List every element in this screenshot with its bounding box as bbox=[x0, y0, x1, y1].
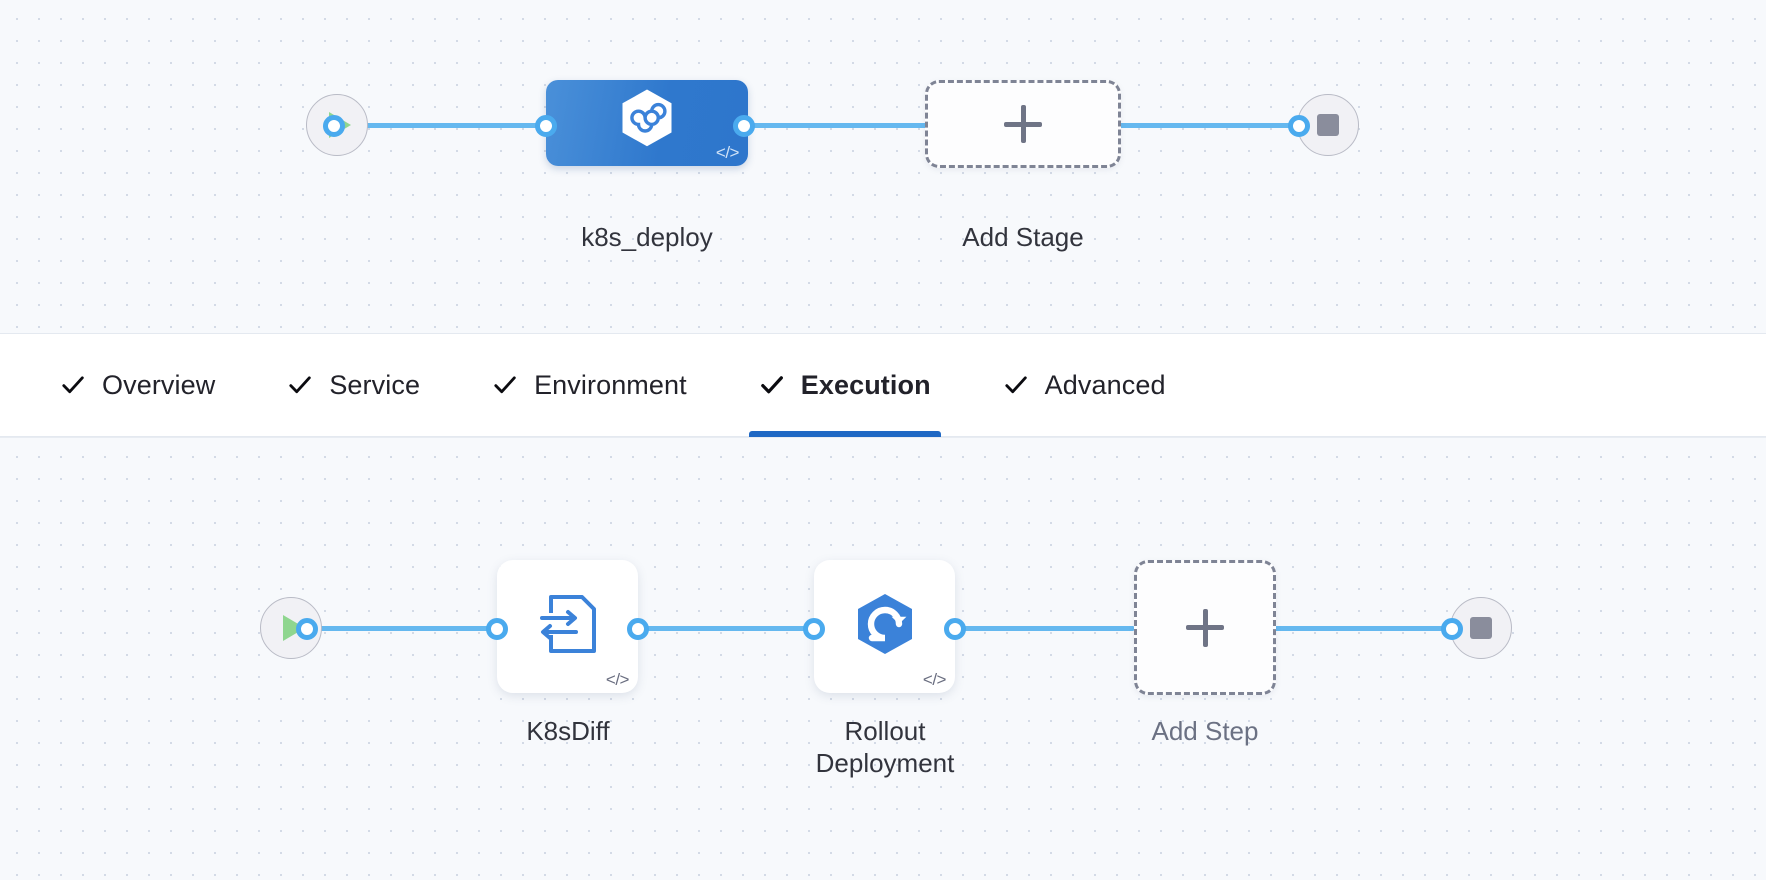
stage-config-tabs: Overview Service Environment Execution A bbox=[0, 334, 1766, 437]
stage-input-port[interactable] bbox=[535, 115, 557, 137]
execution-start-output-port[interactable] bbox=[296, 618, 318, 640]
add-stage-button[interactable] bbox=[925, 80, 1121, 168]
stage-label-k8s-deploy: k8s_deploy bbox=[581, 222, 713, 252]
link-addstage-to-end bbox=[1118, 123, 1318, 128]
code-badge-icon: </> bbox=[715, 143, 740, 162]
step-label-k8sdiff: K8sDiff bbox=[526, 716, 610, 746]
link-k8sdiff-to-rollout bbox=[638, 626, 818, 631]
end-input-port[interactable] bbox=[1288, 115, 1310, 137]
code-badge-icon: </> bbox=[922, 670, 947, 689]
tab-label: Service bbox=[329, 369, 421, 400]
add-step-label: Add Step bbox=[1151, 716, 1259, 746]
check-icon bbox=[759, 372, 785, 398]
tab-label: Overview bbox=[102, 369, 216, 400]
link-addstep-to-end bbox=[1272, 626, 1462, 631]
tab-label: Advanced bbox=[1044, 369, 1166, 400]
check-icon bbox=[287, 372, 313, 398]
step-label-rollout-deployment: Rollout Deployment bbox=[815, 716, 955, 778]
plus-icon-vertical bbox=[1202, 608, 1208, 647]
stop-icon bbox=[1470, 617, 1492, 639]
harness-hexagon-icon bbox=[619, 88, 675, 153]
check-icon bbox=[1003, 372, 1029, 398]
code-badge-icon: </> bbox=[605, 670, 630, 689]
link-rollout-to-addstep bbox=[945, 626, 1135, 631]
stage-node-k8s-deploy[interactable]: </> bbox=[546, 80, 748, 166]
k8sdiff-output-port[interactable] bbox=[627, 618, 649, 640]
tab-execution[interactable]: Execution bbox=[723, 334, 967, 437]
stage-graph-canvas[interactable]: </> k8s_deploy Add Stage bbox=[0, 0, 1766, 334]
rollout-input-port[interactable] bbox=[803, 618, 825, 640]
check-icon bbox=[60, 372, 86, 398]
tab-environment[interactable]: Environment bbox=[456, 334, 723, 437]
link-start-to-stage bbox=[330, 123, 562, 128]
tab-label: Execution bbox=[800, 369, 931, 400]
add-step-button[interactable] bbox=[1134, 560, 1276, 695]
rollout-output-port[interactable] bbox=[944, 618, 966, 640]
start-output-port[interactable] bbox=[323, 115, 345, 137]
stop-icon bbox=[1317, 114, 1339, 136]
add-stage-label: Add Stage bbox=[962, 222, 1084, 252]
plus-icon-vertical bbox=[1020, 105, 1026, 143]
tab-label: Environment bbox=[534, 369, 687, 400]
rollout-hexagon-icon bbox=[852, 591, 918, 662]
tab-service[interactable]: Service bbox=[251, 334, 456, 437]
k8sdiff-input-port[interactable] bbox=[486, 618, 508, 640]
link-start-to-k8sdiff bbox=[288, 626, 518, 631]
stage-output-port[interactable] bbox=[733, 115, 755, 137]
tab-overview[interactable]: Overview bbox=[24, 334, 251, 437]
step-node-rollout-deployment[interactable]: </> bbox=[814, 560, 955, 693]
step-node-k8sdiff[interactable]: </> bbox=[497, 560, 638, 693]
k8s-diff-document-icon bbox=[537, 591, 599, 662]
check-icon bbox=[492, 372, 518, 398]
tab-advanced[interactable]: Advanced bbox=[967, 334, 1202, 437]
execution-graph-canvas[interactable]: </> K8sDiff </> Rollout Deployment bbox=[0, 437, 1766, 880]
link-stage-to-addstage bbox=[740, 123, 940, 128]
execution-end-input-port[interactable] bbox=[1441, 618, 1463, 640]
